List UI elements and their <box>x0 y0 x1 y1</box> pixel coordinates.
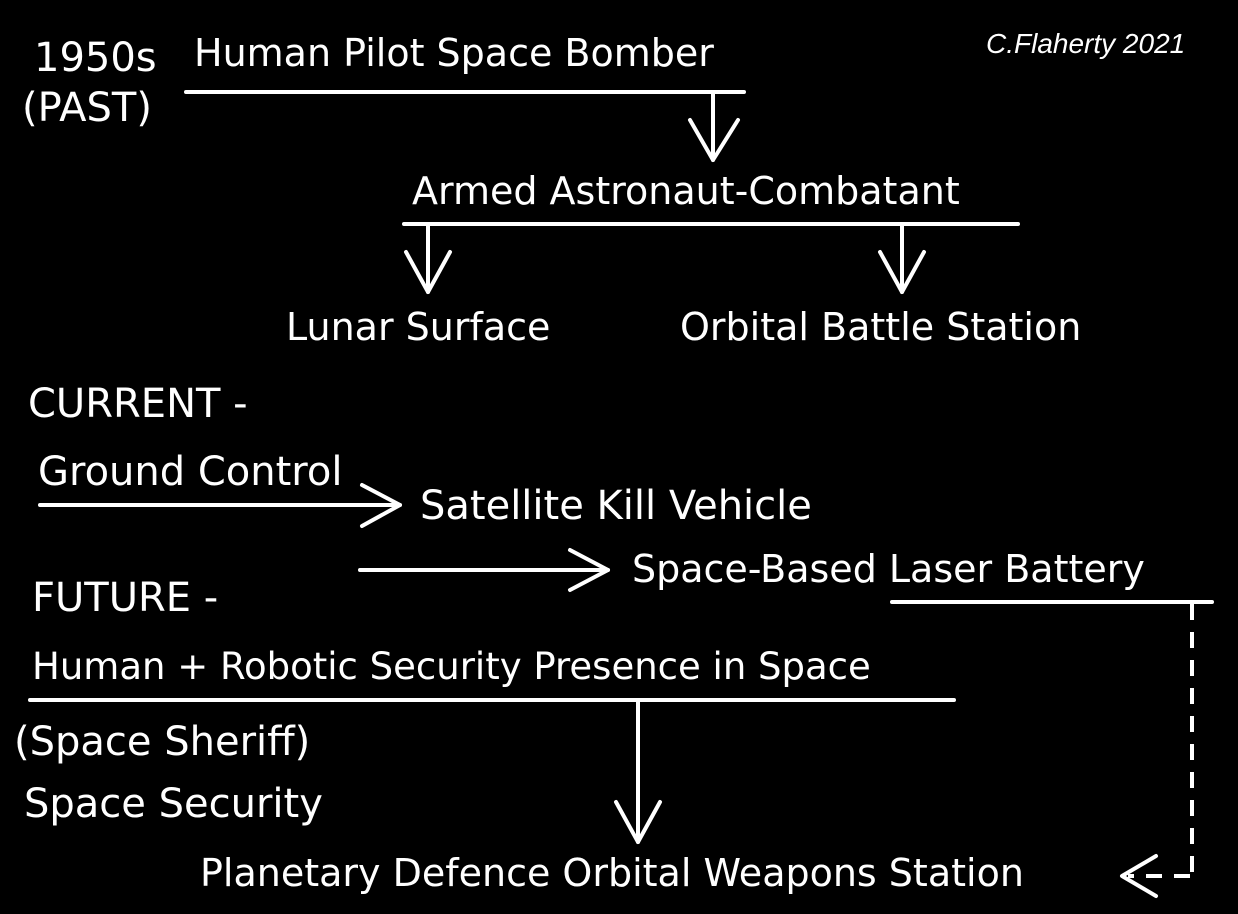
presence-label: Human + Robotic Security Presence in Spa… <box>32 645 871 688</box>
ground-control-label: Ground Control <box>38 449 343 495</box>
sheriff-label: (Space Sheriff) <box>14 719 311 765</box>
lunar-surface-label: Lunar Surface <box>286 305 551 349</box>
past-era-sub-label: (PAST) <box>22 85 152 131</box>
orbital-station-label: Orbital Battle Station <box>680 305 1082 349</box>
bomber-label: Human Pilot Space Bomber <box>194 31 714 75</box>
station-label: Planetary Defence Orbital Weapons Statio… <box>200 851 1024 895</box>
future-heading: FUTURE - <box>32 575 219 621</box>
astronaut-to-lunar-arrowhead <box>404 250 452 294</box>
astronaut-to-orbital-arrowhead <box>878 250 926 294</box>
presence-to-station-arrowhead <box>614 800 662 844</box>
credit-label: C.Flaherty 2021 <box>986 28 1186 59</box>
bomber-to-astronaut-arrowhead <box>688 118 740 162</box>
security-label: Space Security <box>24 781 323 827</box>
to-laser-arrowhead <box>568 548 610 592</box>
laser-to-station-arrowhead <box>1120 854 1158 898</box>
past-era-label: 1950s <box>34 35 157 81</box>
laser-battery-label: Space-Based Laser Battery <box>632 547 1145 591</box>
astronaut-label: Armed Astronaut-Combatant <box>412 169 960 213</box>
kill-vehicle-label: Satellite Kill Vehicle <box>420 483 812 529</box>
ground-to-kill-arrowhead <box>360 483 402 528</box>
current-heading: CURRENT - <box>28 381 248 427</box>
